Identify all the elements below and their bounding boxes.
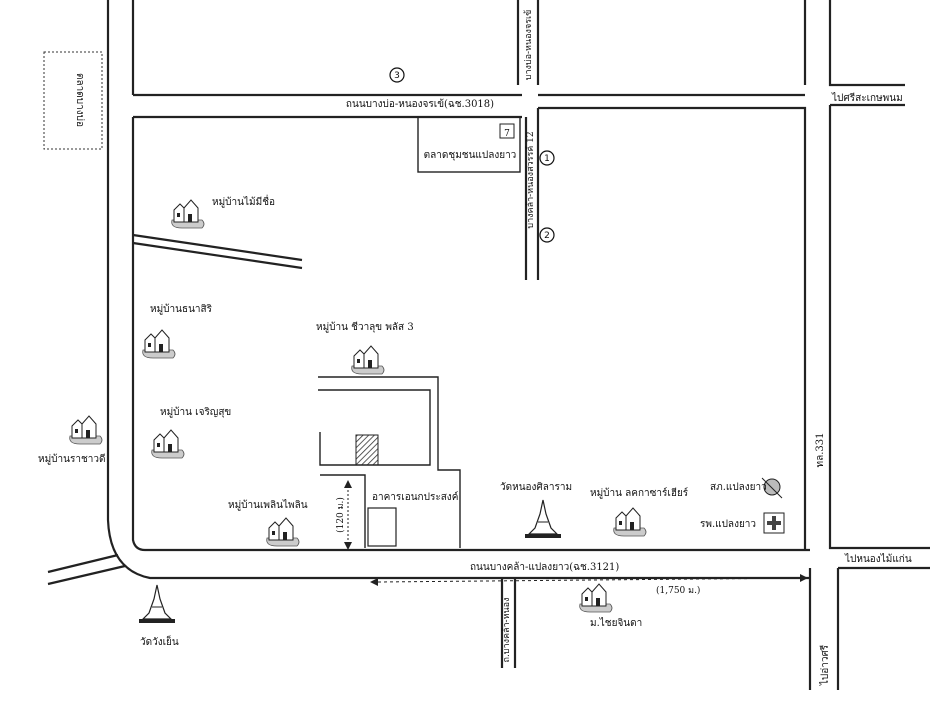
seven-eleven-glyph: 7: [504, 129, 510, 139]
village-chaiyasin-icon: [579, 583, 613, 613]
svg-text:3: 3: [394, 71, 400, 81]
to-plueak-label: ไปศรีสะเกษพนม: [831, 92, 903, 104]
village-phoenphai-icon: [266, 517, 300, 547]
inner-street-a: [318, 376, 461, 548]
bottom-vertical-label: ถ.บางคล้า-หนอง: [501, 598, 512, 663]
police-icon: [763, 478, 781, 496]
svg-text:2: 2: [544, 231, 550, 241]
diagonal-road-lower: [132, 241, 303, 270]
marker-1: 1: [539, 150, 555, 166]
village-phoenphai-label: หมู่บ้านเพลินไพลิน: [228, 499, 308, 511]
village-chaiyasin-label: ม.ไชยจินดา: [590, 617, 642, 629]
right-highway-line: [828, 105, 930, 550]
inner-street-c: [320, 474, 366, 548]
market-left-label: ตลาดบางบ่อ: [74, 73, 85, 127]
temple-sila-label: วัดหนองศิลาราม: [500, 482, 572, 493]
village-thanasiri-label: หมู่บ้านธนาสิริ: [150, 303, 213, 315]
west-spur-upper: [47, 553, 119, 574]
village-lakhon-label: หมู่บ้าน ลคกาซาร์เฮียร์: [590, 487, 689, 499]
svg-text:1: 1: [544, 154, 550, 164]
top-vertical-label: บางบ่อ-หนองจรเข้: [523, 10, 534, 81]
village-chiwaluk-icon: [351, 345, 385, 375]
vertical-arrow-up-icon: [344, 480, 352, 488]
prachasan-label: อาคารเอนกประสงค์: [372, 491, 458, 503]
community-market-label: ตลาดชุมชนแปลงยาว: [424, 150, 517, 161]
horizontal-arrow-right-icon: [800, 574, 808, 582]
left-road-inner-lower: [131, 117, 810, 552]
to-ao-si-label: ไปอ่าวศรี: [819, 644, 831, 686]
village-charoensuk-icon: [151, 429, 185, 459]
temple-wang-yen-icon: [138, 584, 176, 624]
hospital-label: รพ.แปลงยาว: [700, 519, 756, 530]
temple-wang-yen-label: วัดวังเย็น: [140, 634, 179, 648]
marker-3: 3: [389, 67, 405, 83]
temple-sila-icon: [524, 499, 562, 539]
bottom-road-label: ถนนบางคล้า-แปลงยาว(ฉช.3121): [470, 561, 619, 573]
horizontal-arrow-left-icon: [370, 578, 378, 586]
village-rachawadee-label: หมู่บ้านราชาวดี: [38, 453, 105, 465]
top-road-lower-right: [538, 106, 807, 550]
horizontal-distance-label: (1,750 ม.): [656, 585, 700, 596]
right-highway-left: [828, 0, 905, 87]
hospital-cross-icon: [767, 516, 781, 530]
village-lakhon-icon: [613, 507, 647, 537]
market-left-box: [43, 51, 103, 150]
village-chiwaluk-label: หมู่บ้าน ชีวาลุข พลัส 3: [316, 321, 414, 333]
diagonal-road-upper: [132, 233, 303, 262]
community-market-box: [417, 116, 521, 173]
police-label: สภ.แปลงยาว: [710, 482, 767, 493]
village-thanasiri-icon: [142, 329, 176, 359]
left-road-outer: [106, 0, 810, 580]
village-rachawadee-icon: [69, 415, 103, 445]
west-spur-lower: [47, 564, 126, 586]
prachasan-building: [367, 507, 397, 547]
middle-vertical-label: บางคล้า-หนองสวรรค์ 12: [524, 131, 536, 228]
top-road-label: ถนนบางบ่อ-หนองจรเข้(ฉช.3018): [346, 98, 494, 110]
village-no-name-label: หมู่บ้านไม้มีชื่อ: [212, 194, 275, 208]
vertical-distance-label: (120 ม.): [335, 497, 346, 533]
vertical-arrow-down-icon: [344, 542, 352, 550]
police-icon-stroke: [761, 477, 783, 499]
marker-2: 2: [539, 227, 555, 243]
target-building: [355, 434, 379, 466]
right-highway-label: ทล.331: [815, 433, 826, 468]
village-no-name-icon: [171, 199, 205, 229]
village-charoensuk-label: หมู่บ้าน เจริญสุข: [160, 406, 231, 418]
inner-street-b: [318, 389, 431, 466]
to-nong-mai-kaen-label: ไปหนองไม้แก่น: [844, 553, 912, 565]
seven-eleven-icon: [499, 123, 515, 139]
